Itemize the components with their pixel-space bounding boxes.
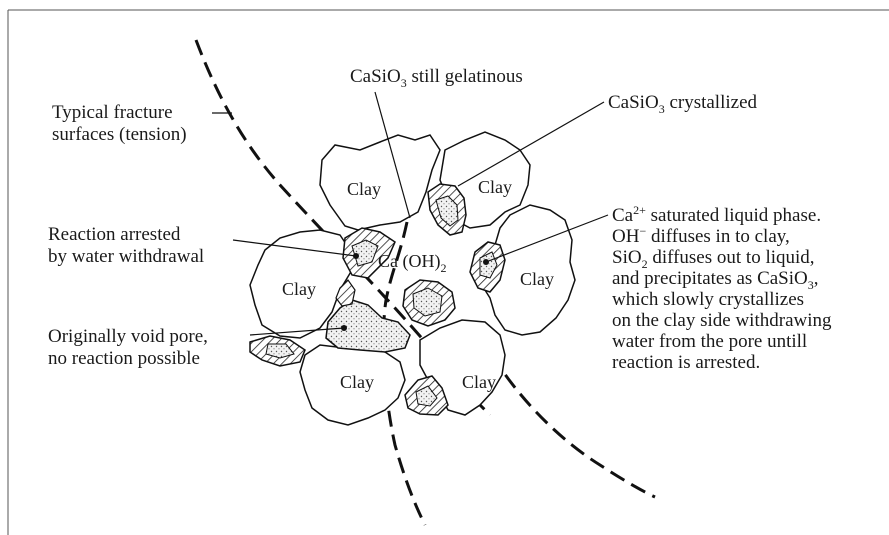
fracture-line-right xyxy=(492,355,655,497)
note-line-1: Ca2+ saturated liquid phase. xyxy=(612,203,821,226)
calcium-hydroxide-label: Ca (OH)2 xyxy=(378,251,446,275)
note-line-6: on the clay side withdrawing xyxy=(612,310,832,331)
void-label-line1: Originally void pore, xyxy=(48,326,208,347)
reaction-zone-left-small xyxy=(250,336,305,366)
note-line-2: OH− diffuses in to clay, xyxy=(612,224,790,247)
clay-label-right: Clay xyxy=(520,269,554,289)
marker-arrested xyxy=(353,253,359,259)
arrested-label-line1: Reaction arrested xyxy=(48,224,181,245)
fracture-label-line1: Typical fracture xyxy=(52,102,173,123)
void-label-line2: no reaction possible xyxy=(48,348,200,369)
reaction-zone-center-bottom xyxy=(403,280,455,326)
clay-label-top-right: Clay xyxy=(478,177,512,197)
arrested-label-line2: by water withdrawal xyxy=(48,246,204,267)
crystallized-label: CaSiO3 crystallized xyxy=(608,92,758,116)
note-line-8: reaction is arrested. xyxy=(612,352,760,373)
note-line-7: water from the pore untill xyxy=(612,331,807,352)
fracture-label-line2: surfaces (tension) xyxy=(52,124,187,145)
clay-label-top-left: Clay xyxy=(347,179,381,199)
clay-label-bottom-left: Clay xyxy=(340,372,374,392)
marker-void xyxy=(341,325,347,331)
note-line-5: which slowly crystallizes xyxy=(612,289,804,310)
clay-label-left: Clay xyxy=(282,279,316,299)
marker-liquid xyxy=(483,259,489,265)
void-pore xyxy=(326,300,410,352)
gelatinous-label: CaSiO3 still gelatinous xyxy=(350,66,523,90)
clay-label-bottom-right: Clay xyxy=(462,372,496,392)
